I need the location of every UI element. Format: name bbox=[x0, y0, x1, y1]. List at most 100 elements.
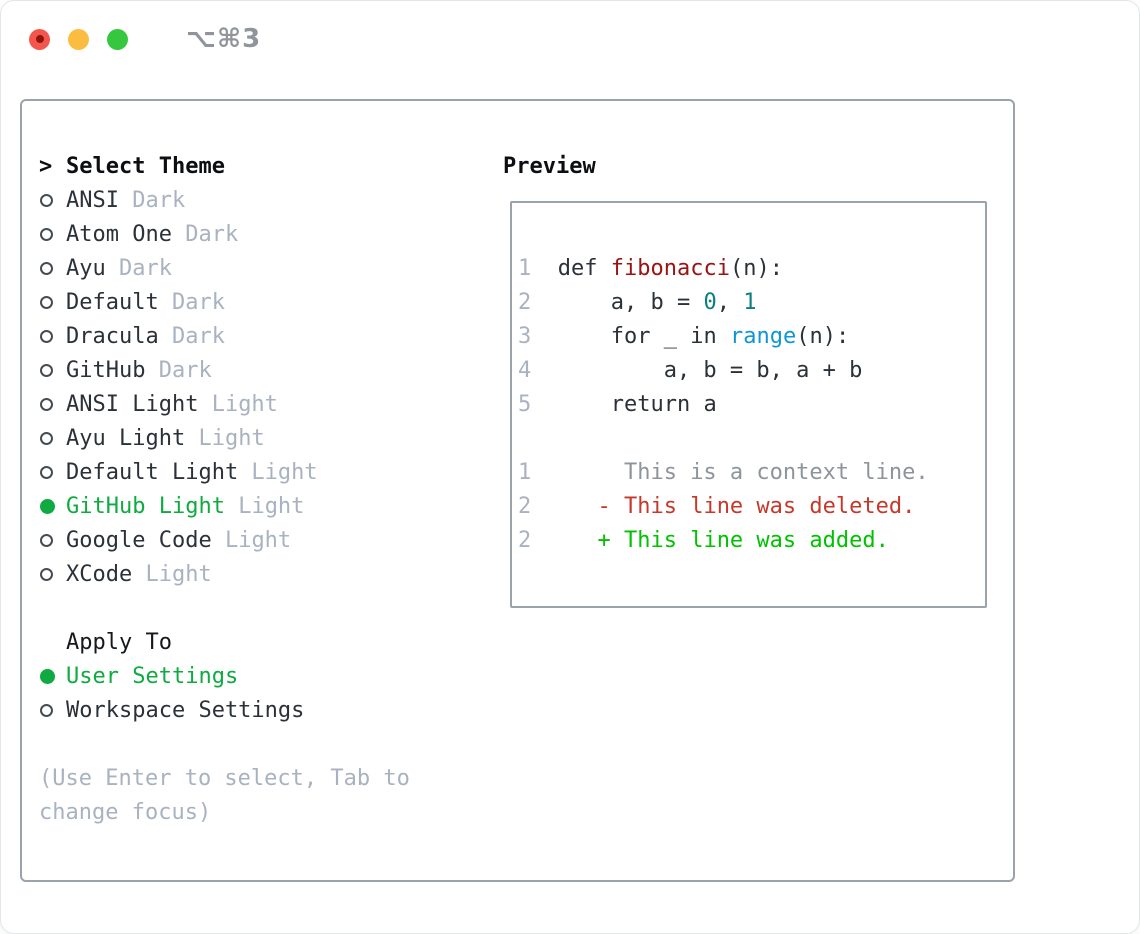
diff-line: 1 This is a context line. bbox=[518, 456, 985, 490]
radio-unselected-icon bbox=[39, 295, 66, 309]
code-line: 1 def fibonacci(n): bbox=[518, 252, 985, 286]
radio-unselected-icon bbox=[39, 363, 66, 377]
code-segment-keyword: for bbox=[610, 324, 651, 349]
apply-option-label: User Settings bbox=[66, 663, 239, 689]
close-button[interactable] bbox=[29, 28, 50, 50]
spacer bbox=[39, 591, 410, 625]
theme-option-ayu-light[interactable]: Ayu Light Light bbox=[39, 421, 410, 455]
theme-name: Ayu bbox=[66, 255, 106, 281]
theme-variant: Light bbox=[185, 425, 265, 451]
theme-option-ayu[interactable]: Ayu Dark bbox=[39, 251, 410, 285]
radio-circle bbox=[40, 498, 55, 514]
help-text-line-2: change focus) bbox=[39, 799, 212, 825]
code-segment-plain bbox=[531, 256, 558, 281]
line-number: 2 bbox=[518, 494, 532, 519]
code-segment-keyword: in bbox=[690, 324, 717, 349]
code-segment-plain bbox=[717, 324, 730, 349]
code-segment-plain bbox=[598, 256, 611, 281]
code-segment-plain bbox=[531, 528, 597, 553]
radio-unselected-icon bbox=[39, 465, 66, 479]
radio-unselected-icon bbox=[39, 431, 66, 445]
theme-variant: Light bbox=[224, 493, 305, 519]
code-line: 5 return a bbox=[518, 388, 985, 422]
minimize-button[interactable] bbox=[68, 28, 89, 50]
code-segment-builtin: range bbox=[729, 324, 797, 349]
line-number: 1 bbox=[518, 460, 532, 485]
window-title: ⌥⌘3 bbox=[186, 24, 262, 54]
theme-option-default[interactable]: Default Dark bbox=[39, 285, 410, 319]
select-theme-header: > Select Theme bbox=[39, 149, 410, 183]
theme-option-ansi[interactable]: ANSI Dark bbox=[39, 183, 410, 217]
code-line: 4 a, b = b, a + b bbox=[518, 354, 985, 388]
theme-variant: Dark bbox=[145, 357, 212, 383]
radio-circle bbox=[40, 363, 53, 377]
code-line: 3 for _ in range(n): bbox=[518, 320, 985, 354]
theme-option-atom-one[interactable]: Atom One Dark bbox=[39, 217, 410, 251]
line-number: 2 bbox=[518, 290, 532, 315]
spacer bbox=[39, 727, 410, 761]
apply-option-workspace-settings[interactable]: Workspace Settings bbox=[39, 693, 410, 727]
code-segment-plain: a, b = b, a + b bbox=[531, 358, 863, 383]
radio-circle bbox=[40, 295, 53, 309]
radio-circle bbox=[40, 668, 55, 684]
apply-option-label: Workspace Settings bbox=[66, 697, 305, 723]
line-number: 5 bbox=[518, 392, 532, 417]
code-segment-keyword: return bbox=[610, 392, 691, 417]
theme-option-dracula[interactable]: Dracula Dark bbox=[39, 319, 410, 353]
theme-option-default-light[interactable]: Default Light Light bbox=[39, 455, 410, 489]
zoom-button[interactable] bbox=[107, 28, 128, 50]
code-segment-plain: , bbox=[716, 290, 744, 315]
theme-variant: Dark bbox=[118, 187, 186, 213]
radio-circle bbox=[40, 227, 53, 241]
line-number: 4 bbox=[518, 358, 532, 383]
select-theme-title: Select Theme bbox=[66, 153, 225, 179]
radio-circle bbox=[40, 431, 53, 445]
theme-variant: Dark bbox=[171, 221, 239, 247]
theme-name: Default bbox=[66, 289, 159, 315]
radio-unselected-icon bbox=[39, 193, 66, 207]
code-segment-plain bbox=[531, 324, 610, 349]
radio-selected-icon bbox=[39, 668, 66, 684]
code-segment-context: This is a context line. bbox=[531, 460, 929, 485]
theme-name: GitHub bbox=[66, 357, 146, 383]
theme-name: Default Light bbox=[66, 459, 239, 485]
theme-option-github-light[interactable]: GitHub Light Light bbox=[39, 489, 410, 523]
theme-name: Google Code bbox=[66, 527, 212, 553]
help-text-line-1: (Use Enter to select, Tab to bbox=[39, 765, 410, 791]
code-segment-plain: a bbox=[690, 392, 717, 417]
radio-circle bbox=[40, 703, 53, 717]
radio-circle bbox=[40, 533, 53, 547]
apply-to-header: Apply To bbox=[39, 625, 410, 659]
preview-title: Preview bbox=[503, 153, 596, 179]
theme-name: XCode bbox=[66, 561, 133, 587]
theme-option-ansi-light[interactable]: ANSI Light Light bbox=[39, 387, 410, 421]
radio-unselected-icon bbox=[39, 533, 66, 547]
code-segment-plain: (n): bbox=[729, 256, 783, 281]
theme-variant: Dark bbox=[158, 323, 225, 349]
code-segment-plain bbox=[531, 494, 597, 519]
radio-unselected-icon bbox=[39, 227, 66, 241]
theme-name: Atom One bbox=[66, 221, 172, 247]
diff-line: 2 - This line was deleted. bbox=[518, 490, 985, 524]
cursor-marker: > bbox=[39, 153, 53, 179]
theme-option-xcode[interactable]: XCode Light bbox=[39, 557, 410, 591]
code-line: 2 a, b = 0, 1 bbox=[518, 286, 985, 320]
code-segment-plain: a, b = bbox=[531, 290, 704, 315]
apply-option-user-settings[interactable]: User Settings bbox=[39, 659, 410, 693]
radio-circle bbox=[40, 329, 53, 343]
theme-option-github[interactable]: GitHub Dark bbox=[39, 353, 410, 387]
apply-to-title: Apply To bbox=[66, 629, 172, 655]
theme-option-google-code[interactable]: Google Code Light bbox=[39, 523, 410, 557]
diff-line: 2 + This line was added. bbox=[518, 524, 985, 558]
code-segment-plain bbox=[531, 392, 610, 417]
theme-name: Dracula bbox=[66, 323, 159, 349]
radio-circle bbox=[40, 465, 53, 479]
code-segment-number: 0 bbox=[703, 290, 717, 315]
code-segment-keyword: def bbox=[557, 256, 598, 281]
theme-variant: Dark bbox=[158, 289, 225, 315]
